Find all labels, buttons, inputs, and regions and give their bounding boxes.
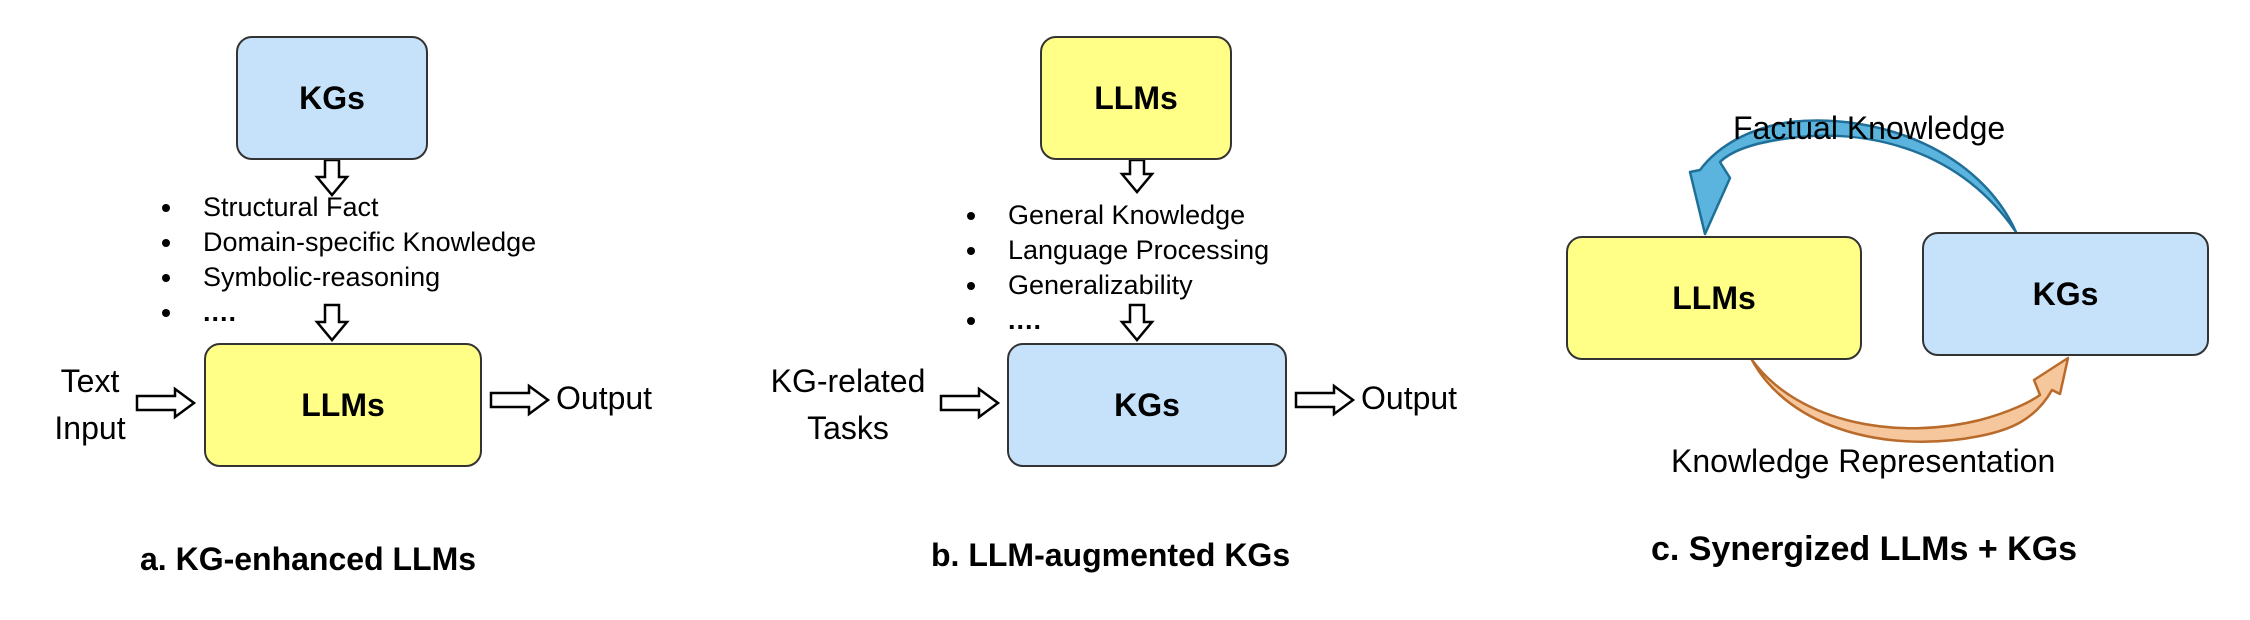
arrow-b-bullets-to-kgs: [1119, 303, 1155, 342]
panel-c-kgs-box: KGs: [1922, 232, 2209, 356]
panel-a-llms-box: LLMs: [204, 343, 482, 467]
panel-b-output-label: Output: [1361, 380, 1458, 416]
arrow-b-llms-to-bullets: [1119, 158, 1155, 194]
arrow-b-input: [939, 386, 1001, 420]
arrow-a-output: [489, 383, 551, 417]
arrow-b-output: [1294, 383, 1356, 417]
panel-b-input-line2: Tasks: [807, 410, 889, 447]
panel-b-bullet-item: Language Processing: [965, 233, 1269, 268]
panel-b-caption: b. LLM-augmented KGs: [931, 537, 1291, 573]
panel-a-bullet-item: Domain-specific Knowledge: [160, 225, 536, 260]
panel-a-output-label: Output: [556, 380, 653, 416]
panel-a-input-label: Text Input: [40, 363, 140, 447]
panel-b-input-line1: KG-related: [770, 363, 926, 399]
panel-b-input-label: KG-related Tasks: [755, 363, 941, 447]
arrow-a-bullets-to-llms: [314, 303, 350, 342]
panel-a-kgs-box: KGs: [236, 36, 428, 160]
panel-a-bullet-item: Structural Fact: [160, 190, 536, 225]
panel-c-bottom-arrow-label: Knowledge Representation: [1671, 443, 2056, 479]
panel-a-input-line2: Input: [54, 410, 126, 447]
panel-a-bullet-item: ....: [160, 295, 536, 330]
panel-c-llms-box: LLMs: [1566, 236, 1862, 360]
panel-a-caption: a. KG-enhanced LLMs: [140, 541, 477, 577]
panel-a-bullet-list: Structural Fact Domain-specific Knowledg…: [160, 190, 536, 330]
panel-b-bullet-list: General Knowledge Language Processing Ge…: [965, 198, 1269, 338]
curved-arrow-knowledge-representation: [1750, 356, 2070, 443]
panel-b-bullet-item: Generalizability: [965, 268, 1269, 303]
arrow-a-kgs-to-bullets: [314, 158, 350, 197]
panel-c-top-arrow-label: Factual Knowledge: [1733, 110, 2006, 146]
panel-b-bullet-item: ....: [965, 303, 1269, 338]
panel-b-llms-box: LLMs: [1040, 36, 1232, 160]
panel-c-caption: c. Synergized LLMs + KGs: [1651, 530, 2078, 568]
curved-arrow-factual-knowledge: [1688, 119, 2018, 236]
panel-b-bullet-item: General Knowledge: [965, 198, 1269, 233]
panel-a-bullet-item: Symbolic-reasoning: [160, 260, 536, 295]
arrow-a-input: [135, 386, 197, 420]
panel-a-input-line1: Text: [60, 363, 120, 399]
panel-b-kgs-box: KGs: [1007, 343, 1287, 467]
